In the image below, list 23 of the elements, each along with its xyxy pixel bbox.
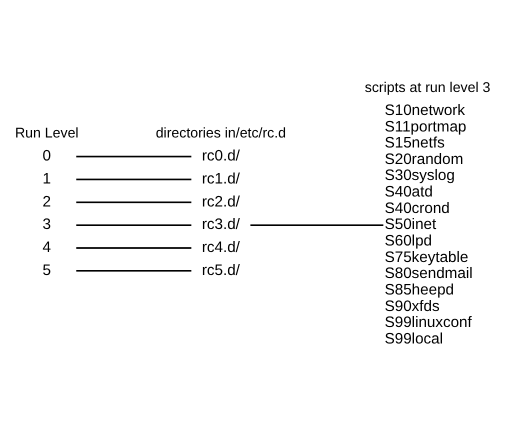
- connector: [250, 224, 384, 226]
- node-text: 5: [42, 261, 51, 278]
- node-text: rc4.d/: [202, 238, 240, 256]
- node-text: rc0.d/: [202, 147, 240, 164]
- node-text: 3: [42, 216, 51, 233]
- node-text: S10network S11portmap S15netfs S20random S30syslog S40atd S40crond S50inet S60lpd S75keytable S80sendmail S85heepd S90xfds S99linuxconf S99local: [384, 101, 473, 347]
- connector: [76, 224, 192, 226]
- node-text: 2: [42, 192, 51, 210]
- label: scripts at run level 3: [364, 78, 490, 94]
- node-text: 1: [42, 170, 51, 187]
- label: Run Level: [14, 124, 79, 140]
- node-text: rc3.d/: [202, 216, 240, 233]
- connector: [76, 201, 192, 203]
- node-text: rc1.d/: [202, 170, 240, 187]
- node-text: 0: [42, 147, 51, 164]
- connector: [76, 155, 192, 157]
- label: directories in/etc/rc.d: [156, 124, 286, 140]
- node-text: 4: [42, 238, 51, 256]
- node-text: rc2.d/: [202, 192, 240, 210]
- connector: [76, 178, 192, 180]
- connector: [76, 270, 192, 272]
- node-text: rc5.d/: [202, 261, 240, 278]
- connector: [76, 246, 192, 248]
